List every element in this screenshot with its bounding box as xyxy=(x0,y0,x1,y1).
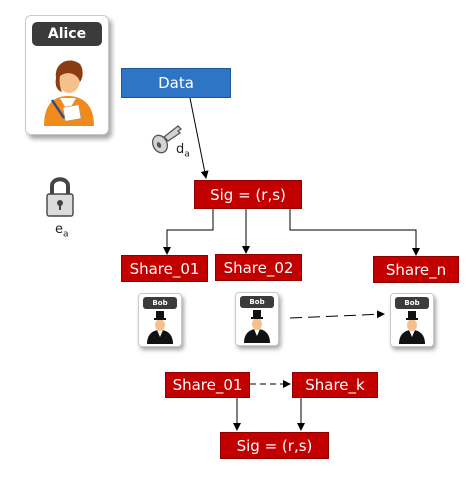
share-box-02: Share_02 xyxy=(215,254,302,281)
arrow-sig-to-share-01 xyxy=(163,209,214,255)
bob-person-icon xyxy=(399,311,425,344)
bob-card-1: Bob xyxy=(138,293,182,347)
bob-card-3: Bob xyxy=(390,293,434,347)
share-box-01-label: Share_01 xyxy=(129,259,200,278)
share-box-02-label: Share_02 xyxy=(223,258,294,277)
lock-label: ea xyxy=(55,222,69,240)
bob-card-2: Bob xyxy=(235,292,279,346)
sig-box-top: Sig = (r,s) xyxy=(194,180,302,209)
share-box-01: Share_01 xyxy=(121,255,208,282)
combine-share-k-box: Share_k xyxy=(292,372,378,398)
share-box-n-label: Share_n xyxy=(385,260,447,279)
bob-name-badge: Bob xyxy=(240,296,274,308)
bob-person-icon xyxy=(244,310,270,343)
data-box-label: Data xyxy=(158,74,194,92)
arrow-data-to-sig xyxy=(189,97,209,179)
combine-share-01-label: Share_01 xyxy=(172,376,243,394)
dashed-arrow-bob-to-bob xyxy=(289,310,385,319)
combine-share-k-label: Share_k xyxy=(305,376,365,394)
padlock-icon xyxy=(46,177,74,217)
bob-name-badge: Bob xyxy=(143,297,177,309)
alice-name-badge: Alice xyxy=(32,22,102,46)
alice-card: Alice xyxy=(25,15,109,135)
arrow-sig-to-share-n xyxy=(289,209,420,256)
bob-name-badge: Bob xyxy=(395,297,429,309)
combine-share-01-box: Share_01 xyxy=(165,372,250,398)
sig-box-bottom: Sig = (r,s) xyxy=(220,432,329,459)
sig-box-top-label: Sig = (r,s) xyxy=(210,185,286,204)
key-icon xyxy=(151,125,182,154)
key-label: da xyxy=(176,142,190,160)
sig-box-bottom-label: Sig = (r,s) xyxy=(236,436,313,455)
data-box: Data xyxy=(121,68,231,98)
bob-person-icon xyxy=(147,311,173,344)
share-box-n: Share_n xyxy=(373,256,459,283)
person-icon xyxy=(44,60,94,126)
